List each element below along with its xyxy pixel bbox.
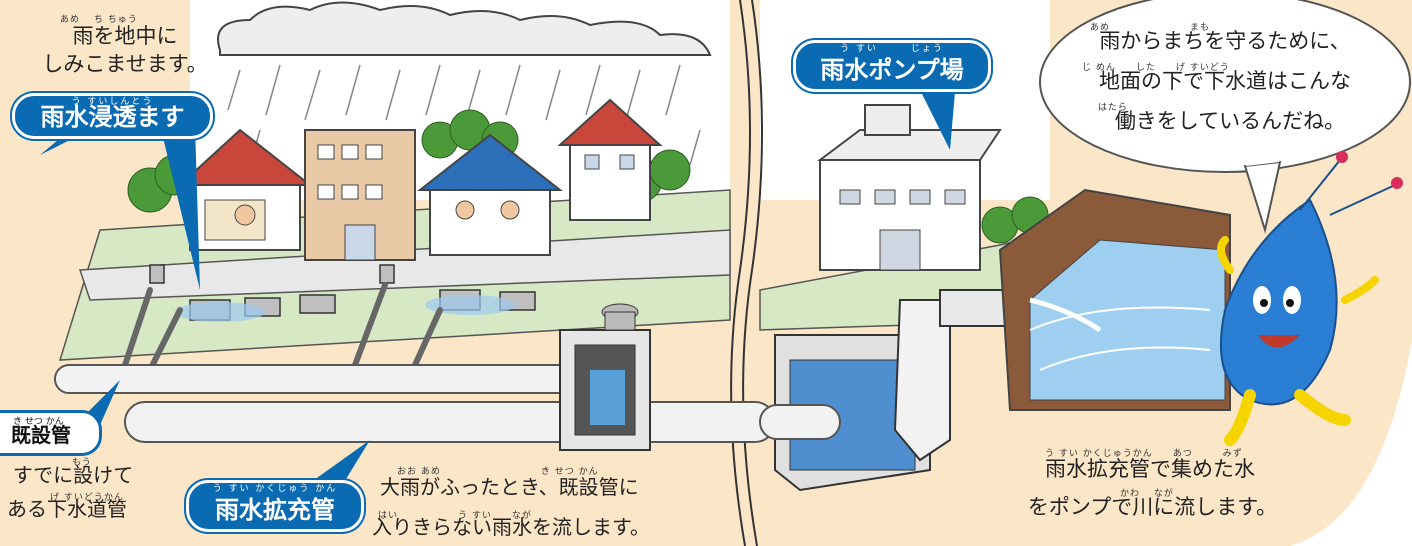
expansion-label-text: 雨水拡充管 [215,496,335,524]
expansion-label: う すい かくじゅう かん 雨水拡充管 [186,480,364,532]
pump-chamber [759,299,951,492]
pump-desc-line1: 雨水拡充管で集めた水 [1045,457,1255,481]
house-blue-roof-icon [417,133,563,256]
river-icon [998,188,1231,411]
existing-label: き せつ かん 既設管 [0,410,102,456]
infiltration-desc-line1: 雨を地中に [72,24,178,48]
expansion-desc-ruby1: おお あめ き せつ かん [397,467,599,477]
expansion-pipe [124,401,776,443]
expansion-desc-ruby2: はい う すい なが [378,511,532,521]
building-icon [304,129,416,261]
existing-label-text: 既設管 [11,423,71,447]
pump-pointer [920,90,955,150]
pump-desc-line2: をポンプで川に流します。 [1027,495,1278,519]
infiltration-label-text: 雨水浸透ます [40,103,185,131]
raindrop-mascot-icon [1217,151,1403,446]
expansion-desc-line2: 入りきらない雨水を流します。 [372,515,650,539]
expansion-desc-line1: 大雨がふったとき、既設管に [380,475,639,499]
speech-ruby2: じ めん した げ すいどう [1082,63,1230,73]
infiltration-label: う すいしんとう 雨水浸透ます [12,93,213,139]
infiltration-pointer [160,125,200,290]
existing-pipe [54,364,636,394]
pump-station-icon [817,104,1002,271]
pump-desc-ruby2: かわ なが [1120,489,1174,499]
existing-desc-ruby1: もう [72,458,92,468]
speech-ruby1: あめ まも [1090,23,1211,33]
existing-desc-line2: ある下水道管 [7,497,127,521]
speech-line2: 地面の下で下水道はこんな [1099,69,1351,93]
speech-bubble [1039,0,1411,234]
existing-label-ruby: き せつ かん [13,417,64,427]
infiltration-desc-line2: しみこませます。 [42,52,208,77]
house-red-roof-icon [177,128,313,251]
existing-desc-ruby2: げ すいどうかん [50,493,124,503]
infiltration-desc-ruby: あめ ち ちゅう [60,15,138,25]
infiltration-desc: 雨を地中に しみこませます。 [30,22,220,79]
pump-label: う すい じょう 雨水ポンプ場 [793,40,991,92]
manhole-icon [559,303,651,451]
pump-label-text: 雨水ポンプ場 [820,56,964,84]
infiltration-label-ruby: う すいしんとう [71,97,154,107]
pump-desc-ruby1: う すい かくじゅうかん あつ みず [1045,449,1243,459]
speech-ruby3: はたら [1098,103,1128,113]
existing-desc-line1: すでに設けて [12,463,134,487]
expansion-label-ruby: う すい かくじゅう かん [212,484,338,494]
speech-line3: 働きをしているんだね。 [1114,109,1346,133]
speech-line1: 雨からまちを守るために、 [1099,29,1351,53]
pump-label-ruby: う すい じょう [840,44,944,54]
